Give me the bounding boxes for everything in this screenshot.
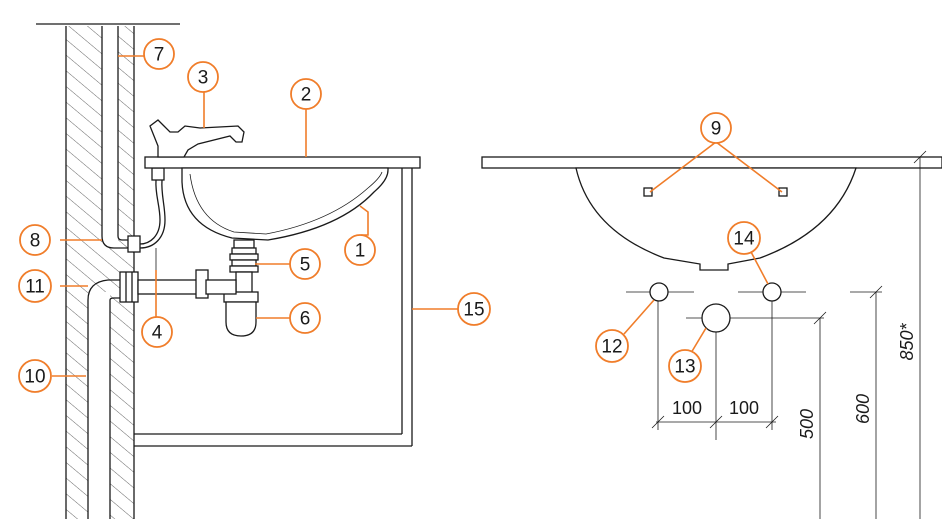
callout-15: 15 — [457, 292, 491, 326]
dimension-100-right: 100 — [729, 398, 759, 418]
callout-7: 7 — [143, 38, 175, 70]
spacing-dimension: 100 100 — [651, 398, 779, 429]
callout-6: 6 — [289, 302, 321, 334]
svg-text:11: 11 — [25, 277, 45, 298]
svg-text:5: 5 — [300, 255, 311, 276]
basin-front — [575, 167, 857, 271]
callout-4: 4 — [141, 316, 173, 348]
callout-1: 1 — [344, 234, 376, 266]
front-view: 100 100 500 600 850* — [481, 150, 942, 519]
basin — [181, 167, 389, 241]
callout-10: 10 — [18, 359, 52, 393]
dimension-850: 850* — [897, 322, 917, 360]
svg-text:8: 8 — [30, 231, 41, 252]
callout-3: 3 — [187, 61, 219, 93]
callout-11: 11 — [18, 269, 52, 303]
callout-8: 8 — [19, 224, 51, 256]
svg-text:6: 6 — [300, 309, 311, 330]
svg-text:1: 1 — [355, 241, 366, 262]
callout-9: 9 — [700, 112, 732, 144]
mounting-hole-left — [643, 187, 653, 197]
svg-text:3: 3 — [198, 68, 209, 89]
callout-14: 14 — [727, 221, 761, 255]
svg-text:10: 10 — [24, 367, 45, 388]
leader-lines — [52, 55, 783, 377]
dimension-500: 500 — [797, 409, 817, 439]
siphon — [137, 239, 259, 337]
svg-text:13: 13 — [674, 357, 695, 378]
faucet — [149, 119, 245, 158]
callout-13: 13 — [668, 349, 702, 383]
height-dimensions: 500 600 850* — [797, 150, 927, 519]
countertop — [144, 156, 421, 169]
callout-5: 5 — [289, 248, 321, 280]
callout-12: 12 — [595, 329, 629, 363]
drain-pipe — [87, 271, 139, 519]
countertop-front — [481, 156, 942, 169]
svg-text:9: 9 — [711, 119, 722, 140]
hot-water-outlet — [649, 282, 669, 302]
svg-text:14: 14 — [733, 229, 755, 250]
dimension-100-left: 100 — [672, 398, 702, 418]
cold-water-outlet — [762, 282, 782, 302]
cabinet — [134, 168, 413, 447]
svg-text:7: 7 — [154, 45, 165, 66]
mounting-hole-right — [778, 187, 788, 197]
dimension-600: 600 — [853, 394, 873, 424]
svg-text:2: 2 — [301, 85, 312, 106]
svg-text:12: 12 — [601, 337, 622, 358]
svg-text:15: 15 — [463, 300, 484, 321]
svg-text:4: 4 — [152, 323, 163, 344]
callout-2: 2 — [290, 78, 322, 110]
drain-outlet — [701, 303, 731, 333]
flexible-hose — [139, 167, 166, 249]
side-view — [36, 23, 421, 519]
